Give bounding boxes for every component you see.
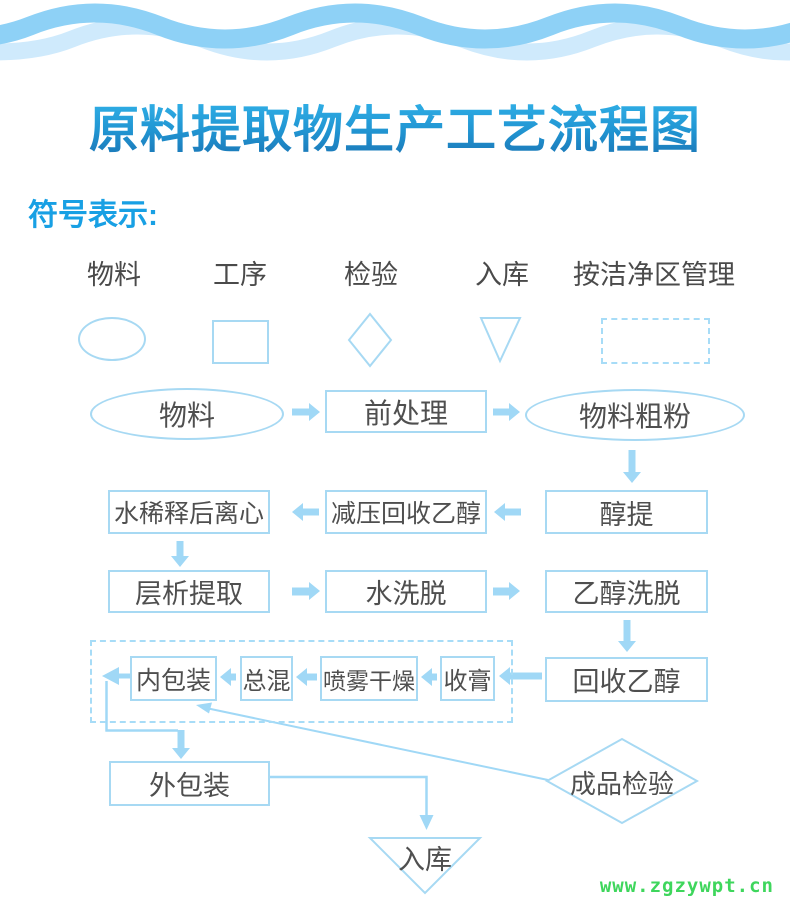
- clean-area-zone: [90, 640, 513, 723]
- node-inner-packaging: 内包装: [130, 656, 217, 701]
- node-ethanol-elution: 乙醇洗脱: [545, 570, 708, 613]
- legend-dashed-rect-icon: [601, 318, 710, 364]
- legend-rectangle-icon: [212, 320, 269, 364]
- legend-ellipse-icon: [78, 317, 146, 361]
- node-water-elution: 水洗脱: [325, 570, 487, 613]
- legend-label-clean-area: 按洁净区管理: [573, 260, 735, 290]
- node-finished-product-inspection-label: 成品检验: [569, 768, 674, 799]
- node-spray-drying: 喷雾干燥: [320, 656, 418, 701]
- legend-title: 符号表示:: [28, 199, 158, 232]
- legend-triangle-icon: [479, 317, 522, 364]
- watermark: www.zgzywpt.cn: [599, 875, 774, 897]
- node-ethanol-extraction: 醇提: [545, 490, 708, 534]
- node-material: 物料: [90, 388, 284, 440]
- legend-label-warehousing: 入库: [475, 260, 529, 290]
- node-paste-collection: 收膏: [440, 656, 495, 701]
- node-total-mixing: 总混: [240, 656, 293, 701]
- legend-label-process: 工序: [213, 260, 267, 290]
- wave-decoration: [0, 3, 790, 61]
- page-title: 原料提取物生产工艺流程图: [0, 90, 790, 162]
- node-warehousing-label: 入库: [398, 844, 452, 875]
- legend-label-inspection: 检验: [344, 260, 398, 290]
- node-chromatography-extraction: 层析提取: [108, 570, 270, 613]
- legend-label-material: 物料: [87, 260, 141, 290]
- node-ethanol-recovery: 回收乙醇: [545, 657, 708, 702]
- legend-diamond-icon: [347, 312, 393, 368]
- node-water-dilution-centrifuge: 水稀释后离心: [108, 490, 270, 534]
- node-vacuum-ethanol-recovery: 减压回收乙醇: [325, 490, 487, 534]
- node-coarse-powder: 物料粗粉: [525, 389, 745, 441]
- node-outer-packaging: 外包装: [109, 761, 270, 806]
- node-pretreatment: 前处理: [325, 390, 487, 433]
